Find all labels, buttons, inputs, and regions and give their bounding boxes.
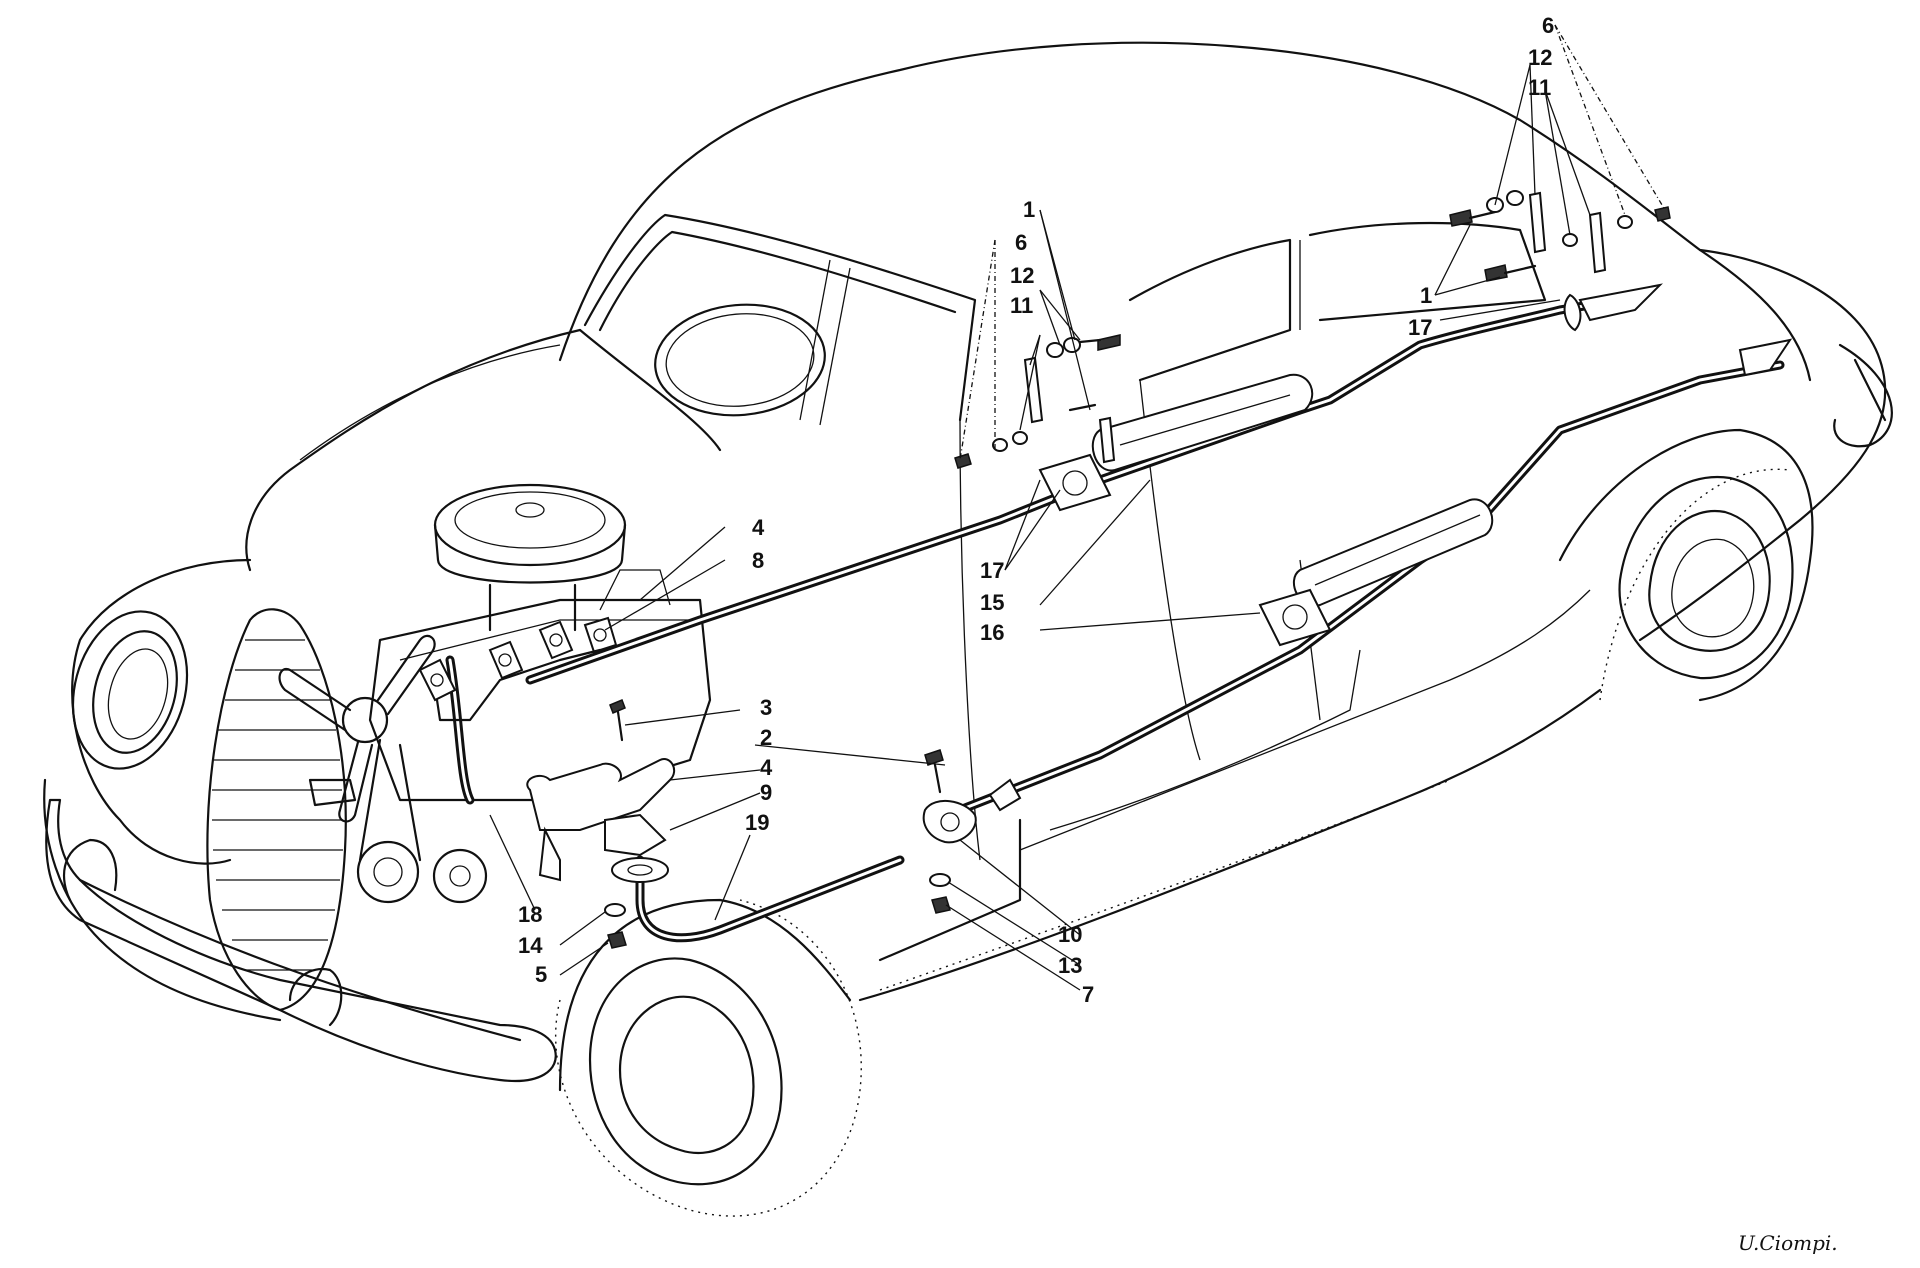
callout-labels: 1 6 12 11 6 12 11 1 17 4 8 17 15 16 3 2 … bbox=[518, 13, 1554, 1007]
callout-18: 18 bbox=[518, 902, 542, 927]
callout-4: 4 bbox=[752, 515, 765, 540]
callout-13: 13 bbox=[1058, 953, 1082, 978]
leader-lines bbox=[489, 24, 1666, 991]
callout-11: 11 bbox=[1010, 293, 1033, 318]
callout-12: 12 bbox=[1528, 45, 1552, 70]
exhaust-pipe-main bbox=[445, 283, 1663, 805]
artist-signature: U.Ciompi. bbox=[1738, 1231, 1838, 1255]
engine-block bbox=[278, 483, 712, 904]
callout-6: 6 bbox=[1015, 230, 1027, 255]
hanger-assemblies bbox=[954, 190, 1671, 469]
callout-2: 2 bbox=[760, 725, 772, 750]
callout-15: 15 bbox=[980, 590, 1004, 615]
callout-17: 17 bbox=[980, 558, 1004, 583]
callout-8: 8 bbox=[752, 548, 764, 573]
callout-12: 12 bbox=[1010, 263, 1034, 288]
callout-1: 1 bbox=[1420, 283, 1432, 308]
callout-1: 1 bbox=[1023, 197, 1035, 222]
callout-16: 16 bbox=[980, 620, 1004, 645]
fasteners bbox=[604, 699, 951, 949]
callout-9: 9 bbox=[760, 780, 772, 805]
callout-6: 6 bbox=[1542, 13, 1554, 38]
callout-10: 10 bbox=[1058, 922, 1082, 947]
callout-7: 7 bbox=[1082, 982, 1094, 1007]
exhaust-manifold-lower bbox=[526, 758, 676, 883]
callout-5: 5 bbox=[535, 962, 547, 987]
exhaust-pipe-lower bbox=[635, 338, 1793, 943]
car-body bbox=[43, 41, 1893, 1217]
callout-14: 14 bbox=[518, 933, 543, 958]
callout-19: 19 bbox=[745, 810, 769, 835]
callout-3: 3 bbox=[760, 695, 772, 720]
callout-17: 17 bbox=[1408, 315, 1432, 340]
callout-11: 11 bbox=[1528, 75, 1551, 100]
exhaust-manifold-upper bbox=[418, 616, 618, 722]
callout-4: 4 bbox=[760, 755, 773, 780]
